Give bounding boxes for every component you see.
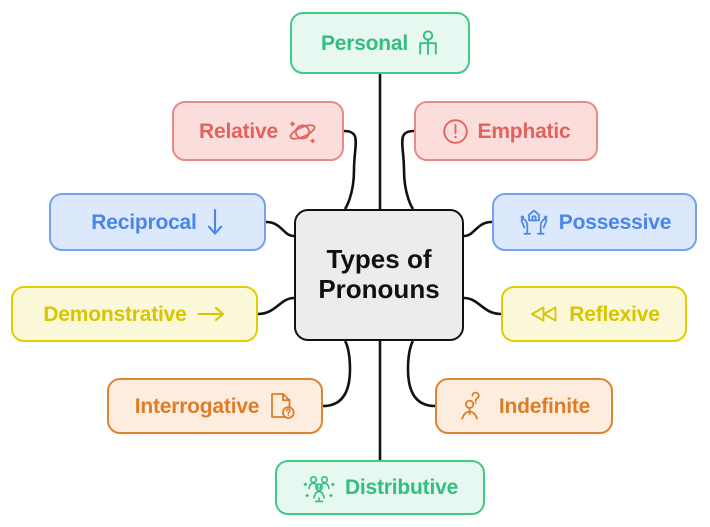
node-personal-label: Personal [320, 31, 409, 55]
node-reflexive[interactable]: Reflexive [501, 286, 687, 342]
node-reciprocal[interactable]: Reciprocal [49, 193, 266, 251]
center-node-title: Types of Pronouns [318, 245, 439, 304]
edge-reflexive [463, 296, 502, 316]
rewind-icon [528, 303, 560, 325]
center-title-line1: Types of [326, 244, 432, 275]
center-title-line2: Pronouns [318, 274, 440, 304]
edge-possessive [463, 220, 493, 238]
arrow-right-icon [196, 305, 226, 323]
node-possessive[interactable]: Possessive [492, 193, 697, 251]
node-interrogative[interactable]: Interrogative [107, 378, 323, 434]
people-group-icon [302, 473, 336, 503]
person-question-icon [458, 390, 490, 422]
edge-emphatic [400, 129, 415, 210]
node-relative[interactable]: Relative [172, 101, 344, 161]
document-question-icon [268, 391, 295, 421]
exclamation-circle-icon [442, 118, 469, 145]
node-personal[interactable]: Personal [290, 12, 470, 74]
node-reflexive-label: Reflexive [569, 302, 660, 326]
hands-holding-house-icon [518, 207, 550, 237]
center-node-types-of-pronouns[interactable]: Types of Pronouns [294, 209, 464, 341]
edge-indefinite [406, 340, 436, 408]
node-relative-label: Relative [199, 119, 278, 143]
arrow-down-icon [206, 207, 224, 237]
node-indefinite[interactable]: Indefinite [435, 378, 613, 434]
edge-reciprocal [265, 220, 295, 238]
node-indefinite-label: Indefinite [498, 394, 591, 418]
node-reciprocal-label: Reciprocal [91, 210, 197, 234]
node-distributive-label: Distributive [344, 476, 459, 499]
node-emphatic[interactable]: Emphatic [414, 101, 598, 161]
node-possessive-label: Possessive [558, 210, 672, 234]
node-emphatic-label: Emphatic [477, 119, 571, 143]
edge-interrogative [322, 340, 352, 408]
planet-icon [287, 117, 317, 145]
node-distributive[interactable]: Distributive [275, 460, 485, 515]
edge-demonstrative [257, 296, 295, 316]
node-interrogative-label: Interrogative [134, 394, 260, 418]
person-icon [417, 30, 439, 56]
node-demonstrative[interactable]: Demonstrative [11, 286, 258, 342]
edge-relative [343, 129, 358, 210]
node-demonstrative-label: Demonstrative [43, 302, 187, 326]
